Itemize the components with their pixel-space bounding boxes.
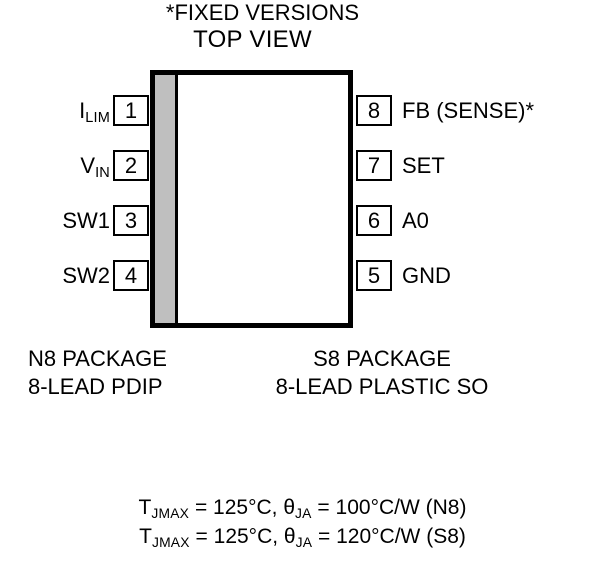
top-view-title: TOP VIEW <box>193 26 312 53</box>
theta-ja-subscript-s8: JA <box>295 533 313 550</box>
pin-label-4-main: SW2 <box>62 263 110 288</box>
thermal-line-s8: TJMAX = 125°C, θJA = 120°C/W (S8) <box>0 523 605 552</box>
pin-label-4: SW2 <box>62 260 110 295</box>
pin-number-box-3: 3 <box>113 205 149 236</box>
theta-ja-symbol-s8: θ <box>283 525 296 548</box>
s8-package-name: S8 PACKAGE <box>313 346 451 371</box>
fixed-versions-footnote: *FIXED VERSIONS <box>165 0 360 25</box>
pin-number-box-7: 7 <box>356 150 392 181</box>
theta-ja-symbol-n8: θ <box>283 496 296 519</box>
thermal-line-n8: TJMAX = 125°C, θJA = 100°C/W (N8) <box>0 494 605 523</box>
pin-label-6: A0 <box>402 208 429 233</box>
pin-number-box-4: 4 <box>113 260 149 291</box>
theta-ja-subscript-n8: JA <box>295 504 312 521</box>
n8-package-name: N8 PACKAGE <box>28 346 167 371</box>
ic-package-body <box>150 70 353 328</box>
theta-ja-value-n8: = 100°C/W (N8) <box>311 496 467 519</box>
n8-package-caption: N8 PACKAGE 8-LEAD PDIP <box>28 345 167 401</box>
pin-label-7: SET <box>402 153 445 178</box>
tjmax-value-n8: = 125°C, <box>189 496 284 519</box>
s8-package-desc: 8-LEAD PLASTIC SO <box>275 374 489 399</box>
tjmax-subscript-s8: JMAX <box>151 533 190 550</box>
pin-number-box-2: 2 <box>113 150 149 181</box>
package-pin1-stripe <box>155 75 178 323</box>
pin-number-box-5: 5 <box>356 260 392 291</box>
pin-label-2-main: V <box>80 153 96 178</box>
thermal-specifications: TJMAX = 125°C, θJA = 100°C/W (N8) TJMAX … <box>0 494 605 552</box>
pin-label-1-main: I <box>79 98 86 123</box>
pin-label-2: VIN <box>80 150 110 185</box>
pin-label-1-sub: LIM <box>85 109 110 126</box>
pin-label-1: ILIM <box>79 95 110 130</box>
tjmax-subscript-n8: JMAX <box>151 504 190 521</box>
pin-label-5: GND <box>402 263 451 288</box>
pin-label-2-sub: IN <box>95 164 110 181</box>
pin-number-box-6: 6 <box>356 205 392 236</box>
theta-ja-value-s8: = 120°C/W (S8) <box>312 525 466 548</box>
pin-number-box-8: 8 <box>356 95 392 126</box>
pin-number-box-1: 1 <box>113 95 149 126</box>
n8-package-desc: 8-LEAD PDIP <box>28 374 163 399</box>
pin-label-3-main: SW1 <box>62 208 110 233</box>
s8-package-caption: S8 PACKAGE 8-LEAD PLASTIC SO <box>232 345 532 401</box>
pin-label-8: FB (SENSE)* <box>402 98 535 123</box>
tjmax-value-s8: = 125°C, <box>189 525 284 548</box>
tjmax-symbol-n8: T <box>138 496 152 519</box>
pin-label-3: SW1 <box>62 205 110 240</box>
tjmax-symbol-s8: T <box>139 525 152 548</box>
